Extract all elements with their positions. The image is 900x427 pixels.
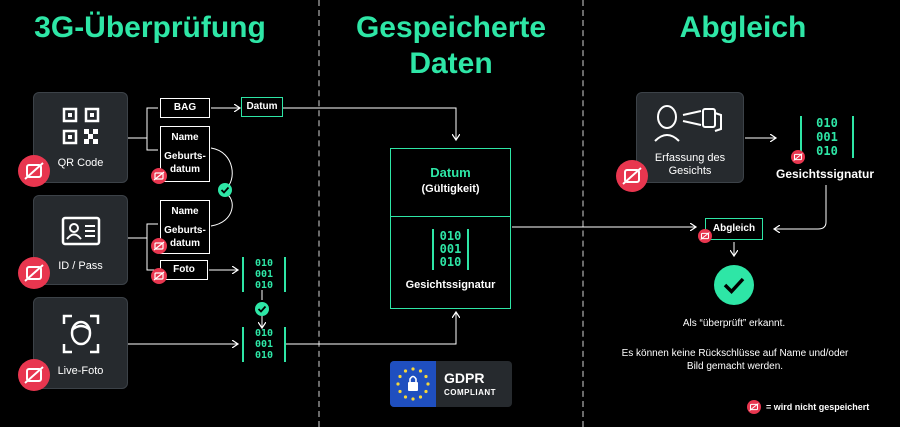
stored-signature-section: 010 001 010 Gesichtssignatur <box>391 217 510 291</box>
column-title-stored-line1: Gespeicherte <box>355 11 547 44</box>
code-row: 001 <box>439 242 462 256</box>
not-stored-icon <box>18 257 50 289</box>
code-row: 010 <box>439 255 462 269</box>
not-stored-icon <box>151 168 167 184</box>
field-name: Name <box>171 206 199 217</box>
field-birthdate-line1: Geburts- <box>164 225 206 236</box>
field-birthdate-line1: Geburts- <box>164 151 206 162</box>
eu-star <box>411 367 415 371</box>
verified-result-text: Als “überprüft” erkannt. <box>682 318 786 329</box>
qr-code-icon <box>62 107 100 145</box>
field-group-name-birthdate-2: Name Geburts- datum <box>160 200 210 254</box>
eu-star <box>418 369 423 373</box>
field-foto: Foto <box>160 260 208 280</box>
privacy-note-line1: Es können keine Rückschlüsse auf Name un… <box>621 348 849 359</box>
not-stored-icon <box>18 359 50 391</box>
privacy-note: Es können keine Rückschlüsse auf Name un… <box>595 347 875 373</box>
legend-text: = wird nicht gespeichert <box>766 402 870 412</box>
eu-star <box>424 374 428 379</box>
code-row: 010 <box>254 328 274 339</box>
check-icon <box>218 183 232 197</box>
match-box: Abgleich <box>705 218 763 240</box>
code-row: 001 <box>254 269 274 280</box>
column-title-match: Abgleich <box>679 11 807 44</box>
code-row: 001 <box>254 339 274 350</box>
eu-star <box>418 395 423 399</box>
code-row: 010 <box>254 350 274 361</box>
not-stored-icon <box>616 160 648 192</box>
code-row: 010 <box>816 116 838 130</box>
face-signature-code-match: 010 001 010 <box>800 116 854 158</box>
eu-star <box>398 389 402 394</box>
field-name: Name <box>171 132 199 143</box>
eu-star <box>424 389 428 394</box>
field-birthdate-line2: datum <box>170 164 200 175</box>
column-divider-left <box>318 0 320 427</box>
eu-star <box>426 382 430 386</box>
face-capture-card: Erfassung des Gesichts <box>636 92 744 183</box>
not-stored-icon <box>18 155 50 187</box>
privacy-note-line2: Bild gemacht werden. <box>686 361 784 372</box>
match-signature-label: Gesichtssignatur <box>775 167 875 181</box>
face-capture-label: Erfassung des Gesichts <box>637 152 743 178</box>
gdpr-subtitle: COMPLIANT <box>444 388 497 397</box>
source-label: QR Code <box>57 157 104 169</box>
eu-star <box>411 397 415 401</box>
field-birthdate-line2: datum <box>170 238 200 249</box>
stored-date-label: Datum <box>430 165 471 180</box>
not-stored-icon <box>791 150 805 164</box>
gdpr-title: GDPR <box>444 370 485 386</box>
stored-signature-label: Gesichtssignatur <box>405 279 496 291</box>
field-group-name-birthdate: Name Geburts- datum <box>160 126 210 182</box>
field-bag: BAG <box>160 98 210 118</box>
code-row: 010 <box>254 258 274 269</box>
face-signature-code-live: 010 001 010 <box>242 327 286 362</box>
source-label: ID / Pass <box>58 260 103 272</box>
column-divider-right <box>582 0 584 427</box>
face-signature-code-stored: 010 001 010 <box>431 229 470 270</box>
face-capture-label-line2: Gesichts <box>668 165 712 177</box>
not-stored-icon <box>151 238 167 254</box>
id-card-icon <box>61 216 101 246</box>
code-row: 010 <box>816 144 838 158</box>
legend-not-stored-icon <box>747 400 761 414</box>
not-stored-icon <box>151 268 167 284</box>
face-signature-code-foto: 010 001 010 <box>242 257 286 292</box>
eu-star <box>396 382 400 386</box>
eu-star <box>403 369 408 373</box>
column-title-stored: Gespeicherte Daten <box>320 10 582 82</box>
verified-check-icon <box>714 265 754 305</box>
face-capture-icon <box>654 105 722 142</box>
check-icon <box>255 302 269 316</box>
not-stored-icon <box>698 229 712 243</box>
source-label: Live-Foto <box>57 365 104 377</box>
code-row: 010 <box>254 280 274 291</box>
gdpr-badge: GDPR COMPLIANT <box>390 361 512 407</box>
stored-date-section: Datum (Gültigkeit) <box>391 149 510 217</box>
stored-data-box: Datum (Gültigkeit) 010 001 010 Gesichtss… <box>390 148 511 309</box>
eu-star <box>398 374 402 379</box>
face-scan-icon <box>62 314 100 354</box>
code-row: 010 <box>439 229 462 243</box>
eu-star <box>403 395 408 399</box>
face-capture-label-line1: Erfassung des <box>654 152 726 164</box>
stored-validity-label: (Gültigkeit) <box>421 183 480 195</box>
column-title-stored-line2: Daten <box>409 47 493 80</box>
eu-flag-icon <box>390 361 436 407</box>
code-row: 001 <box>816 130 838 144</box>
column-title-check: 3G-Überprüfung <box>34 11 266 44</box>
field-datum: Datum <box>241 97 283 117</box>
